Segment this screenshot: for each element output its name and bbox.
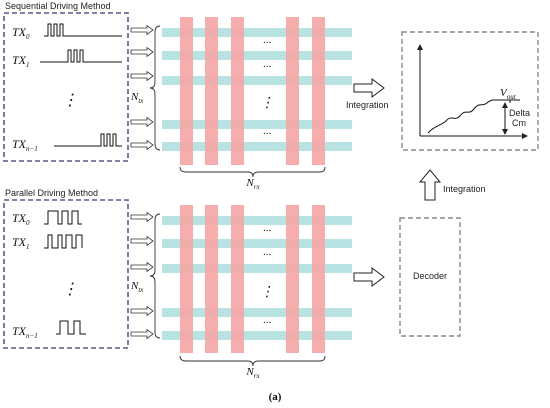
seq-tx1-label: TX1 xyxy=(12,53,30,69)
grid-top-tx-stripe xyxy=(162,28,352,37)
grid-top-tx-stripe xyxy=(162,76,352,85)
grid-bottom-tx-stripe xyxy=(162,264,352,273)
grid-top-dots-h: ··· xyxy=(263,128,272,140)
integration-up-label: Integration xyxy=(443,184,486,194)
grid-bottom-dots-h: ··· xyxy=(263,225,272,237)
par-nrx-label: Nrx xyxy=(245,366,260,380)
grid-top-rx-stripe xyxy=(286,17,299,165)
par-ntx-label: Ntx xyxy=(130,280,144,294)
decoder-arrow-right xyxy=(353,267,385,287)
grid-bottom-rx-stripe xyxy=(231,205,244,353)
grid-top-rx-stripe xyxy=(205,17,218,165)
grid-bottom-dots-h: ··· xyxy=(263,317,272,329)
seq-tx0-label: TX0 xyxy=(12,25,30,41)
grid-bottom-tx-stripe xyxy=(162,216,352,225)
seq-tx1-waveform xyxy=(40,49,122,63)
grid-top-tx-stripe xyxy=(162,142,352,151)
grid-top-rx-stripe xyxy=(231,17,244,165)
seq-ntx-brace xyxy=(149,25,161,151)
decoder-box xyxy=(399,217,461,337)
parallel-title: Parallel Driving Method xyxy=(5,188,98,198)
par-ellipsis: ⋮ xyxy=(62,281,78,298)
seq-nrx-brace xyxy=(179,166,326,178)
par-tx1-waveform xyxy=(44,234,83,249)
grid-top-rx-stripe xyxy=(312,17,325,165)
seq-tx0-waveform xyxy=(44,23,122,37)
grid-top-dots-v: ⋮ xyxy=(260,96,274,111)
grid-bottom-tx-stripe xyxy=(162,239,352,248)
output-integration-curve xyxy=(427,99,520,134)
grid-top-tx-stripe xyxy=(162,51,352,60)
grid-bottom-rx-stripe xyxy=(286,205,299,353)
seq-ntx-label: Ntx xyxy=(130,91,144,105)
integration-arrow-up xyxy=(418,169,442,201)
grid-top: ··· ··· ⋮ ··· xyxy=(162,17,352,165)
seq-ellipsis: ⋮ xyxy=(62,92,78,109)
sequential-title: Sequential Driving Method xyxy=(5,1,111,11)
grid-top-tx-stripe xyxy=(162,120,352,129)
output-dashed-box xyxy=(401,31,539,151)
seq-txn-waveform xyxy=(54,133,122,147)
figure-caption: (a) xyxy=(269,391,282,403)
delta-label: Delta xyxy=(509,108,530,118)
par-input-arrows xyxy=(130,211,154,340)
grid-bottom-tx-stripe xyxy=(162,308,352,317)
seq-nrx-label: Nrx xyxy=(245,177,260,191)
grid-top-dots-h: ··· xyxy=(263,37,272,49)
par-tx1-label: TX1 xyxy=(12,235,30,251)
par-txn-label: TXn−1 xyxy=(12,324,38,340)
grid-bottom-dots-v: ⋮ xyxy=(260,285,274,300)
grid-bottom-rx-stripe xyxy=(180,205,193,353)
seq-txn-label: TXn−1 xyxy=(12,137,38,153)
par-tx0-label: TX0 xyxy=(12,211,30,227)
par-nrx-brace xyxy=(179,355,326,367)
integration-arrow-right xyxy=(353,78,385,98)
grid-bottom-dots-h: ··· xyxy=(263,249,272,261)
grid-bottom-rx-stripe xyxy=(312,205,325,353)
seq-input-arrows xyxy=(130,24,154,151)
par-txn-waveform xyxy=(56,320,86,335)
decoder-label: Decoder xyxy=(413,271,447,281)
grid-bottom-rx-stripe xyxy=(205,205,218,353)
par-ntx-brace xyxy=(149,213,161,339)
cm-label: Cm xyxy=(512,118,526,128)
integration-left-label: Integration xyxy=(346,100,389,110)
grid-bottom: ··· ··· ⋮ ··· xyxy=(162,205,352,353)
grid-bottom-tx-stripe xyxy=(162,331,352,340)
grid-top-rx-stripe xyxy=(180,17,193,165)
vout-label: Vout xyxy=(500,87,517,101)
grid-top-dots-h: ··· xyxy=(263,61,272,73)
par-tx0-waveform xyxy=(44,210,82,225)
